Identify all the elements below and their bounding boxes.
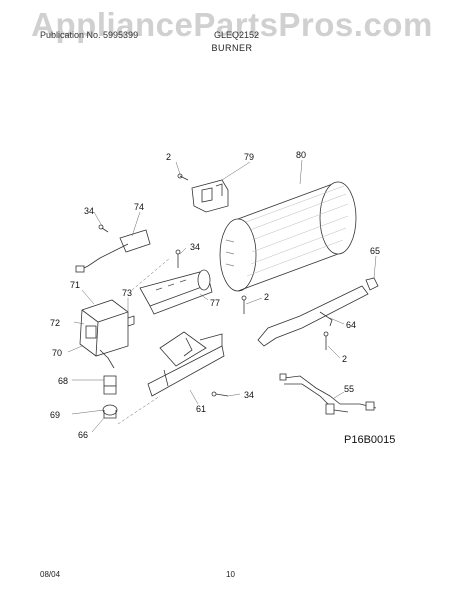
burner-tube-drum [219, 181, 357, 292]
footer-date: 08/04 [40, 570, 61, 579]
label-part-34-upper: 34 [84, 206, 94, 216]
label-part-66: 66 [78, 430, 88, 440]
label-part-68: 68 [58, 376, 68, 386]
wire-harness-55 [279, 373, 377, 415]
label-part-2-top: 2 [166, 152, 171, 162]
screw-2-bottom [323, 331, 329, 350]
label-part-79: 79 [244, 152, 254, 162]
diagram-reference-code: P16B0015 [344, 434, 396, 446]
label-part-70: 70 [52, 348, 62, 358]
label-part-2-bottom: 2 [342, 354, 347, 364]
label-part-71: 71 [70, 280, 80, 290]
label-part-55: 55 [344, 384, 354, 394]
footer-page-number: 10 [226, 570, 235, 579]
label-part-74: 74 [134, 202, 144, 212]
label-part-77: 77 [210, 298, 220, 308]
label-part-64: 64 [346, 320, 356, 330]
bracket-79 [191, 179, 229, 213]
flame-sensor-74 [75, 224, 151, 273]
label-part-2-mid: 2 [264, 292, 269, 302]
section-title: BURNER [211, 43, 253, 53]
publication-number: Publication No. 5995399 [40, 30, 139, 40]
screw-34-mid [175, 249, 181, 268]
label-part-34-bottom: 34 [244, 390, 254, 400]
label-part-61: 61 [196, 404, 206, 414]
label-part-80: 80 [296, 150, 306, 160]
burner-77 [139, 269, 213, 315]
model-number: GLEQ2152 [214, 30, 260, 40]
gas-line-64 [257, 285, 369, 347]
label-part-69: 69 [50, 410, 60, 420]
screw-34-bottom [211, 391, 229, 397]
gas-valve-assembly [79, 299, 135, 369]
orifice-fittings [102, 375, 118, 419]
label-part-65: 65 [370, 246, 380, 256]
label-part-34-mid: 34 [190, 242, 200, 252]
fitting-65 [365, 277, 379, 291]
label-part-72: 72 [50, 318, 60, 328]
watermark: AppliancePartsPros.com [31, 6, 433, 43]
burner-base-61 [147, 331, 225, 397]
screw-2-mid [241, 295, 247, 314]
label-part-73: 73 [122, 288, 132, 298]
screw-2-top [177, 173, 189, 181]
